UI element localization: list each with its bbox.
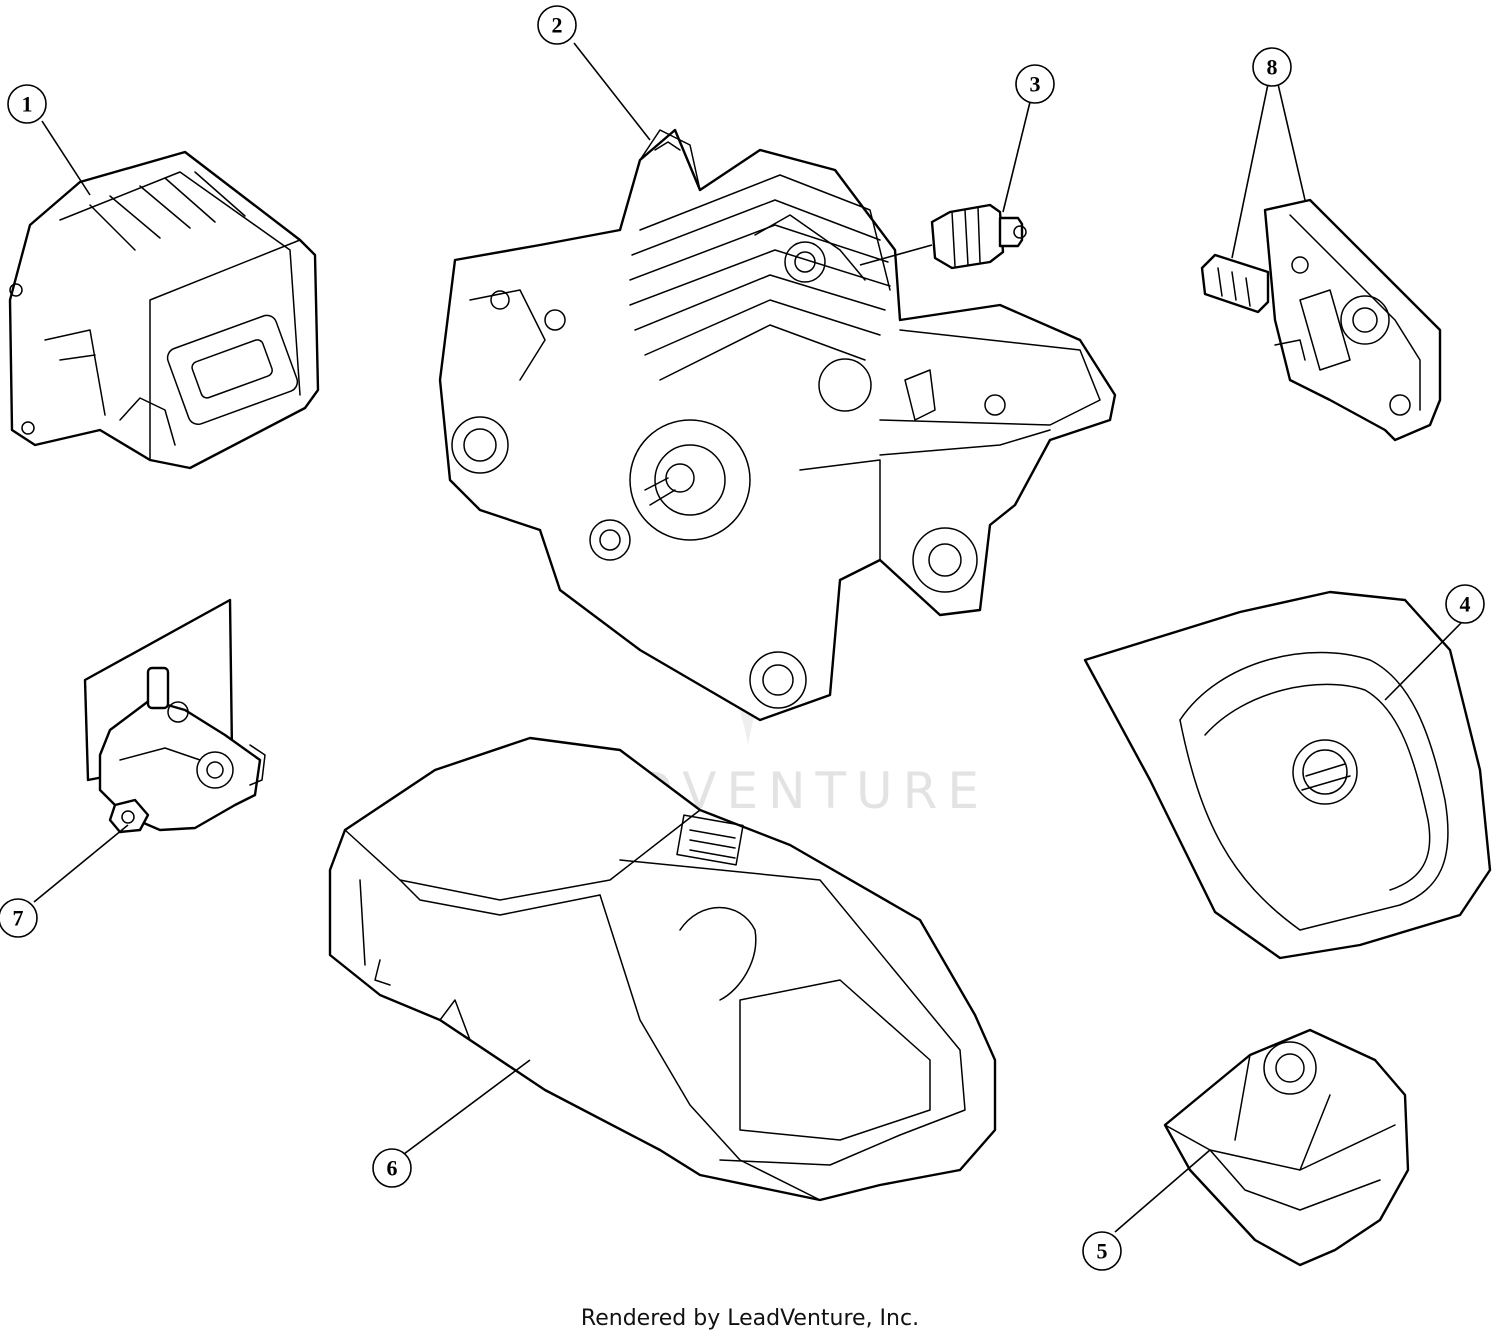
- callout-4-label: 4: [1460, 592, 1471, 617]
- part-5-air-filter[interactable]: [1163, 1028, 1410, 1267]
- callout-1-label: 1: [22, 92, 33, 117]
- callout-6-label: 6: [387, 1156, 398, 1181]
- callout-8-label: 8: [1267, 55, 1278, 80]
- callout-4[interactable]: 4: [1445, 584, 1485, 624]
- callout-2-label: 2: [552, 13, 563, 38]
- part-4-top-cover[interactable]: [1083, 590, 1492, 960]
- callout-8[interactable]: 8: [1252, 47, 1292, 87]
- callout-5-label: 5: [1097, 1239, 1108, 1264]
- part-8-oil-pump[interactable]: [1200, 198, 1442, 442]
- callout-2[interactable]: 2: [537, 5, 577, 45]
- part-6-housing[interactable]: [328, 736, 997, 1202]
- callout-5[interactable]: 5: [1082, 1231, 1122, 1271]
- callout-1[interactable]: 1: [7, 84, 47, 124]
- part-3-spark-plug[interactable]: [859, 203, 1027, 270]
- callout-7[interactable]: 7: [0, 898, 38, 938]
- part-2-engine[interactable]: [438, 128, 1117, 722]
- callout-3-label: 3: [1030, 72, 1041, 97]
- part-7-carburetor[interactable]: [83, 598, 266, 834]
- callout-3[interactable]: 3: [1015, 64, 1055, 104]
- callout-7-label: 7: [13, 906, 24, 931]
- callout-6[interactable]: 6: [372, 1148, 412, 1188]
- part-1-muffler[interactable]: [8, 150, 320, 470]
- leader-lines: [33, 42, 1465, 1233]
- footer-credit: Rendered by LeadVenture, Inc.: [580, 1306, 920, 1331]
